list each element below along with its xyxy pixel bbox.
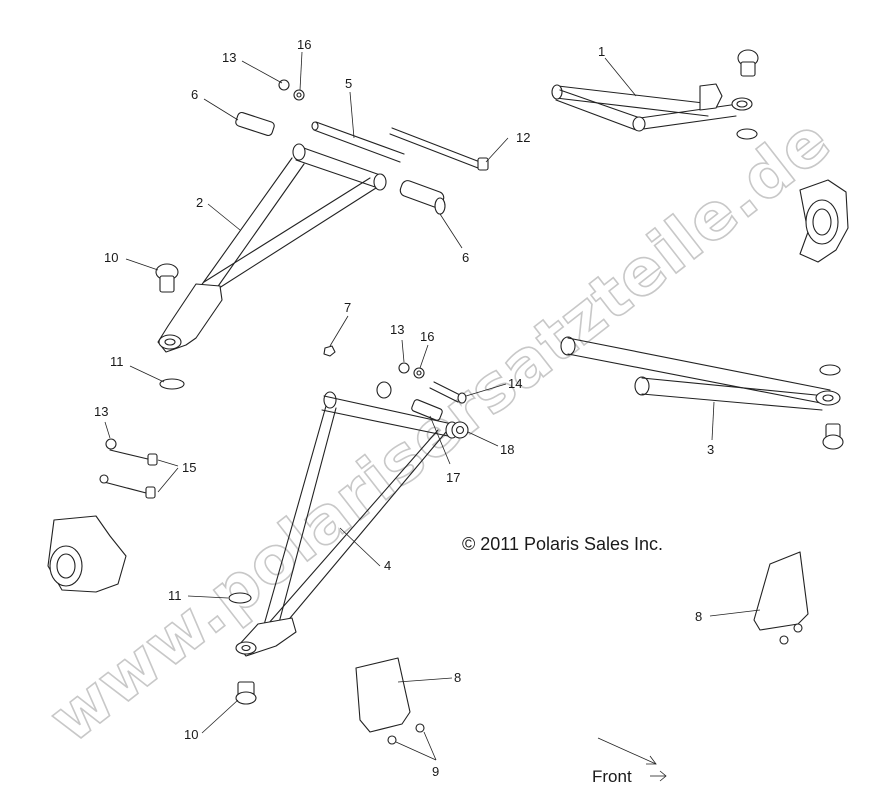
callout-6: 6 — [191, 87, 198, 102]
callout-3: 3 — [707, 442, 714, 457]
leader-lines — [104, 51, 761, 761]
bushing-pin-14 — [429, 381, 467, 404]
ball-joint-10-upper — [155, 263, 179, 293]
screw-9-b — [415, 723, 425, 733]
callout-8: 8 — [454, 670, 461, 685]
washer-16-mid — [413, 367, 425, 379]
upper-a-arm-right — [551, 83, 753, 132]
ball-joint-10-lower — [235, 681, 257, 705]
screw-right-b — [793, 623, 803, 633]
callout-13: 13 — [94, 404, 108, 419]
nut-left-small — [99, 474, 109, 484]
spindle-knuckle-left — [47, 515, 127, 593]
callout-9: 9 — [432, 764, 439, 779]
callout-8: 8 — [695, 609, 702, 624]
nut-7 — [323, 345, 336, 357]
front-label: Front — [592, 767, 632, 786]
lower-a-arm-right — [560, 336, 841, 411]
callout-12: 12 — [516, 130, 530, 145]
callout-11: 11 — [110, 354, 124, 369]
guard-plate-8-lower — [355, 657, 411, 733]
front-direction-indicator: Front — [592, 737, 667, 786]
ball-joint-right-bottom — [822, 423, 844, 450]
callout-10: 10 — [184, 727, 198, 742]
bushing-6-lower — [399, 180, 446, 215]
bushing-round-mid — [376, 381, 392, 399]
bushing-6-upper — [235, 111, 275, 137]
screw-9-a — [387, 735, 397, 745]
ball-joint-right-top — [737, 49, 759, 77]
callout-2: 2 — [196, 195, 203, 210]
callout-18: 18 — [500, 442, 514, 457]
callout-5: 5 — [345, 76, 352, 91]
spindle-knuckle-right — [799, 179, 849, 263]
callout-13: 13 — [390, 322, 404, 337]
bushing-pin-17 — [411, 399, 443, 421]
retaining-ring-11-upper — [159, 378, 185, 390]
callout-1: 1 — [598, 44, 605, 59]
retaining-ring-11-lower — [228, 592, 252, 604]
retaining-ring-right-top — [736, 128, 758, 140]
nut-13-top — [278, 79, 290, 91]
washer-16-top — [293, 89, 305, 101]
nut-13-left — [105, 438, 117, 450]
callout-14: 14 — [508, 376, 522, 391]
bolt-15-lower — [103, 481, 156, 499]
callout-7: 7 — [344, 300, 351, 315]
callout-11: 11 — [168, 588, 182, 603]
callout-labels: 13 16 6 5 12 2 10 6 11 1 3 7 13 16 14 17… — [94, 37, 714, 779]
pivot-tube-5 — [311, 121, 405, 163]
callout-15: 15 — [182, 460, 196, 475]
guard-plate-8-right — [753, 551, 809, 631]
callout-17: 17 — [446, 470, 460, 485]
retaining-ring-right-mid — [819, 364, 841, 376]
callout-10: 10 — [104, 250, 118, 265]
nut-13-mid — [398, 362, 410, 374]
callout-6: 6 — [462, 250, 469, 265]
callout-13: 13 — [222, 50, 236, 65]
upper-a-arm-left — [157, 143, 387, 353]
callout-16: 16 — [297, 37, 311, 52]
callout-16: 16 — [420, 329, 434, 344]
pivot-bolt-12 — [389, 127, 489, 171]
copyright-text: © 2011 Polaris Sales Inc. — [462, 534, 663, 554]
bolt-15-upper — [109, 449, 158, 466]
bushing-18 — [451, 421, 469, 439]
callout-4: 4 — [384, 558, 391, 573]
screw-right-a — [779, 635, 789, 645]
